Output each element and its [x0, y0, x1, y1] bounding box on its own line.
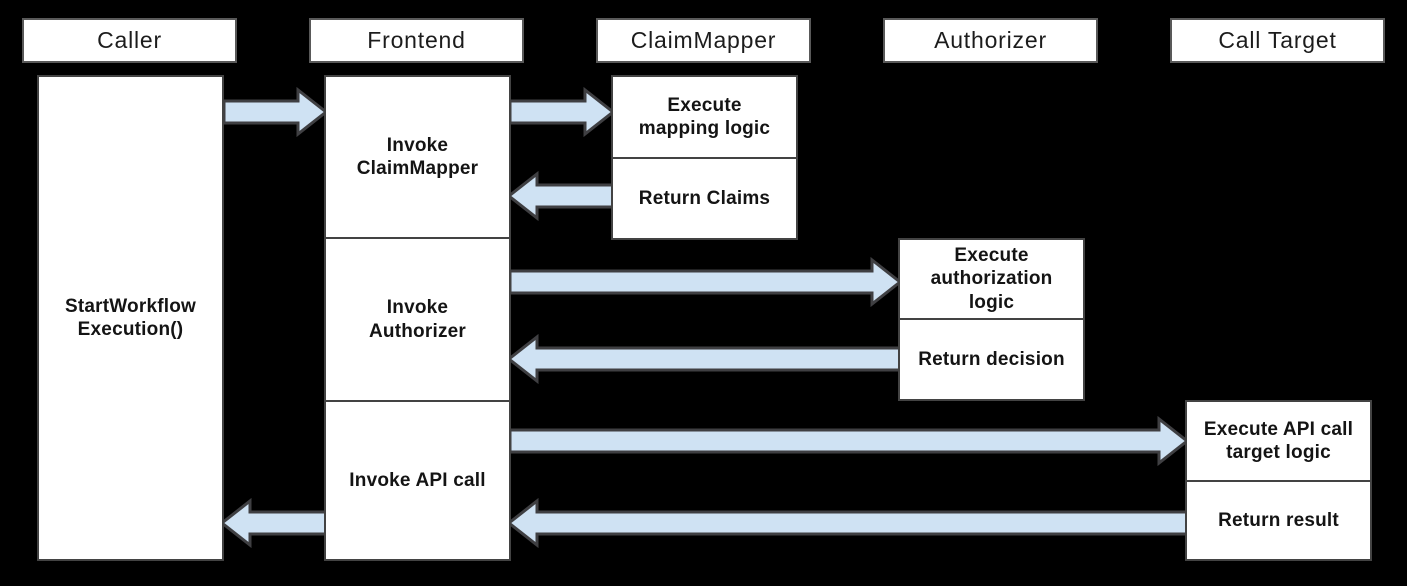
lane-header-call-target: Call Target	[1170, 18, 1385, 63]
arrow-caller-to-frontend	[222, 86, 329, 138]
lane-header-caller: Caller	[22, 18, 237, 63]
lane-header-frontend: Frontend	[309, 18, 524, 63]
activity-return-claims: Return Claims	[611, 157, 798, 240]
arrow-authorizer-return-to-frontend	[506, 333, 902, 385]
activity-execute-authorization-logic: Execute authorization logic	[898, 238, 1085, 320]
activity-execute-api-call-target-logic: Execute API call target logic	[1185, 400, 1372, 482]
activity-return-result: Return result	[1185, 480, 1372, 561]
arrow-frontend-return-to-caller	[219, 497, 328, 549]
activity-invoke-authorizer: Invoke Authorizer	[324, 237, 511, 402]
arrow-frontend-to-calltarget	[508, 415, 1190, 467]
lane-header-authorizer: Authorizer	[883, 18, 1098, 63]
lane-header-claimmapper: ClaimMapper	[596, 18, 811, 63]
arrow-claimmapper-return-to-frontend	[506, 170, 615, 222]
activity-invoke-claimmapper: Invoke ClaimMapper	[324, 75, 511, 239]
activity-invoke-api-call: Invoke API call	[324, 400, 511, 561]
activity-execute-mapping-logic: Execute mapping logic	[611, 75, 798, 159]
arrow-frontend-to-claimmapper	[508, 86, 616, 138]
activity-start-workflow-execution: StartWorkflow Execution()	[37, 75, 224, 561]
arrow-calltarget-return-to-frontend	[506, 497, 1189, 549]
arrow-frontend-to-authorizer	[508, 256, 903, 308]
activity-return-decision: Return decision	[898, 318, 1085, 401]
